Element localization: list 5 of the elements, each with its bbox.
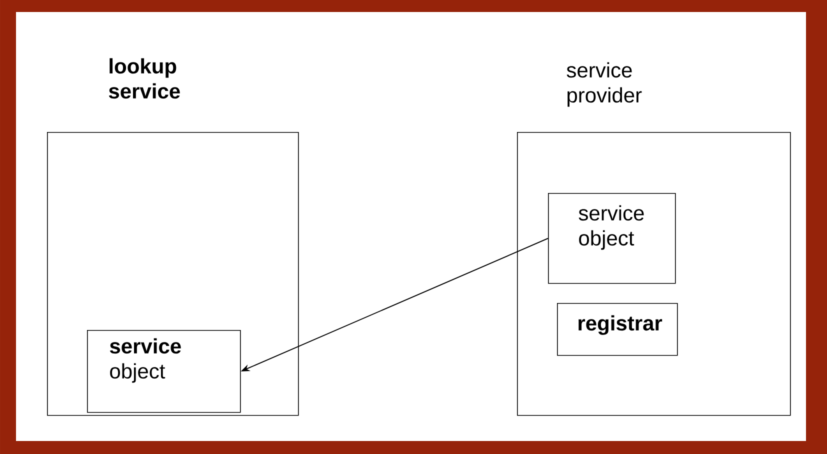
node-label: lookup service [108,58,180,99]
object-box: registrar [557,303,678,356]
node-label: service provider [566,62,642,107]
object-box: service object [548,193,676,284]
object-box: service object [87,330,241,413]
